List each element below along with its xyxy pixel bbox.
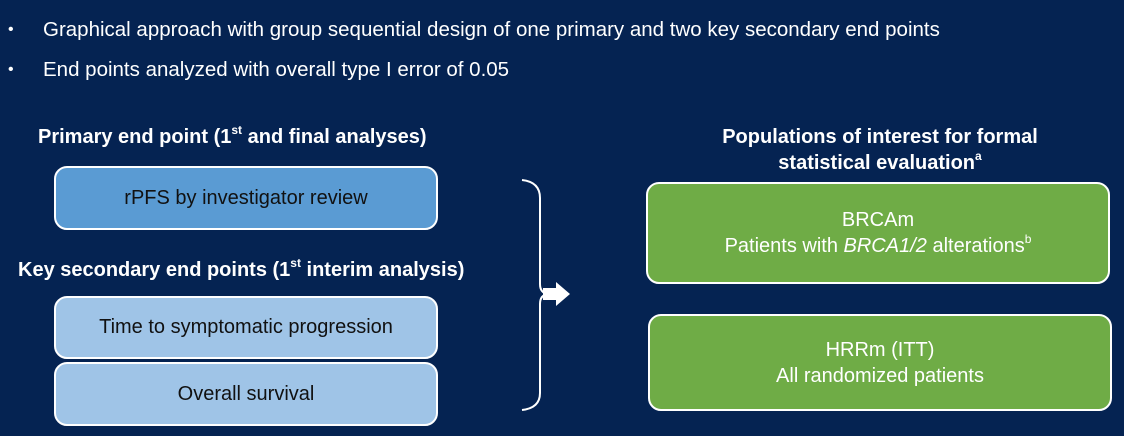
secondary-endpoint-label: Overall survival (177, 382, 315, 405)
primary-heading-sup: st (231, 123, 243, 138)
arrow-right-icon (543, 282, 570, 306)
populations-heading-line1: Populations of interest for formal (722, 126, 1038, 148)
brcam-gene-text: BRCA1/2 (843, 235, 927, 257)
hrrm-population-box: HRRm (ITT) All randomized patients (648, 314, 1112, 411)
bullet-text: Graphical approach with group sequential… (43, 18, 940, 41)
hrrm-description: All randomized patients (776, 364, 984, 387)
brcam-description: Patients with BRCA1/2 alterationsb (725, 233, 1032, 259)
bullet-dot-icon: • (8, 61, 14, 78)
secondary-endpoint-box: Time to symptomatic progression (54, 296, 438, 359)
brcam-description-text-end: alterations (926, 235, 1025, 257)
secondary-heading: Key secondary end points (1st interim an… (18, 257, 464, 283)
bullet-text: End points analyzed with overall type I … (43, 58, 510, 81)
secondary-endpoint-label: Time to symptomatic progression (99, 316, 393, 338)
primary-heading-text-end: and final analyses) (242, 126, 427, 148)
populations-heading-line2: statistical evaluationa (648, 150, 1112, 176)
brcam-footnote-sup: b (1024, 232, 1032, 247)
secondary-heading-text: Key secondary end points (1 (18, 259, 291, 281)
secondary-endpoint-box: Overall survival (54, 362, 438, 426)
primary-heading-text: Primary end point (1 (38, 126, 232, 148)
bullet-dot-icon: • (8, 21, 14, 38)
secondary-heading-sup: st (290, 256, 301, 271)
brcam-population-box: BRCAm Patients with BRCA1/2 alterationsb (646, 182, 1110, 284)
populations-heading: Populations of interest for formal stati… (648, 124, 1112, 176)
primary-heading: Primary end point (1st and final analyse… (38, 124, 427, 150)
populations-heading-text: statistical evaluation (778, 152, 976, 174)
primary-endpoint-label: rPFS by investigator review (124, 186, 368, 209)
brcam-description-text: Patients with (724, 235, 844, 257)
secondary-heading-text-end: interim analysis) (300, 259, 465, 281)
hrrm-title: HRRm (ITT) (825, 338, 935, 361)
populations-heading-sup: a (975, 149, 982, 164)
brcam-title: BRCAm (841, 209, 915, 231)
primary-endpoint-box: rPFS by investigator review (54, 166, 438, 230)
